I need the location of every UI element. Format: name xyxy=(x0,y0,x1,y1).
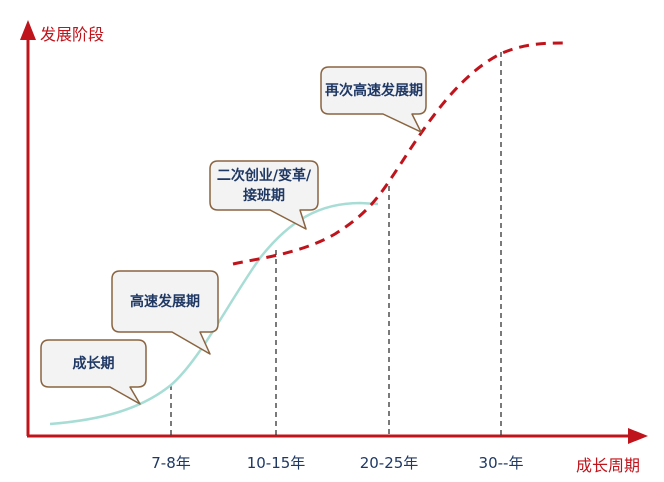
bubble-label-rapid: 高速发展期 xyxy=(130,293,200,310)
bubble-label-rapid-again: 再次高速发展期 xyxy=(325,82,423,99)
tick-label: 10-15年 xyxy=(246,454,306,472)
tick-label: 7-8年 xyxy=(151,454,191,472)
y-axis-title: 发展阶段 xyxy=(40,25,105,44)
x-axis-title: 成长周期 xyxy=(576,456,641,475)
bubble-growth xyxy=(40,339,147,405)
bubble-label-growth: 成长期 xyxy=(72,355,115,372)
x-axis-arrow xyxy=(628,428,648,444)
tick-label: 30--年 xyxy=(478,454,524,472)
tick-label: 20-25年 xyxy=(359,454,419,472)
bubble-rapid-again xyxy=(320,66,427,133)
bubble-second-venture xyxy=(209,160,319,230)
bubble-label-second-venture: 二次创业/变革/接班期 xyxy=(216,167,312,204)
second-growth-curve xyxy=(232,41,569,266)
y-axis-arrow xyxy=(20,20,36,40)
bubble-rapid xyxy=(111,270,219,355)
